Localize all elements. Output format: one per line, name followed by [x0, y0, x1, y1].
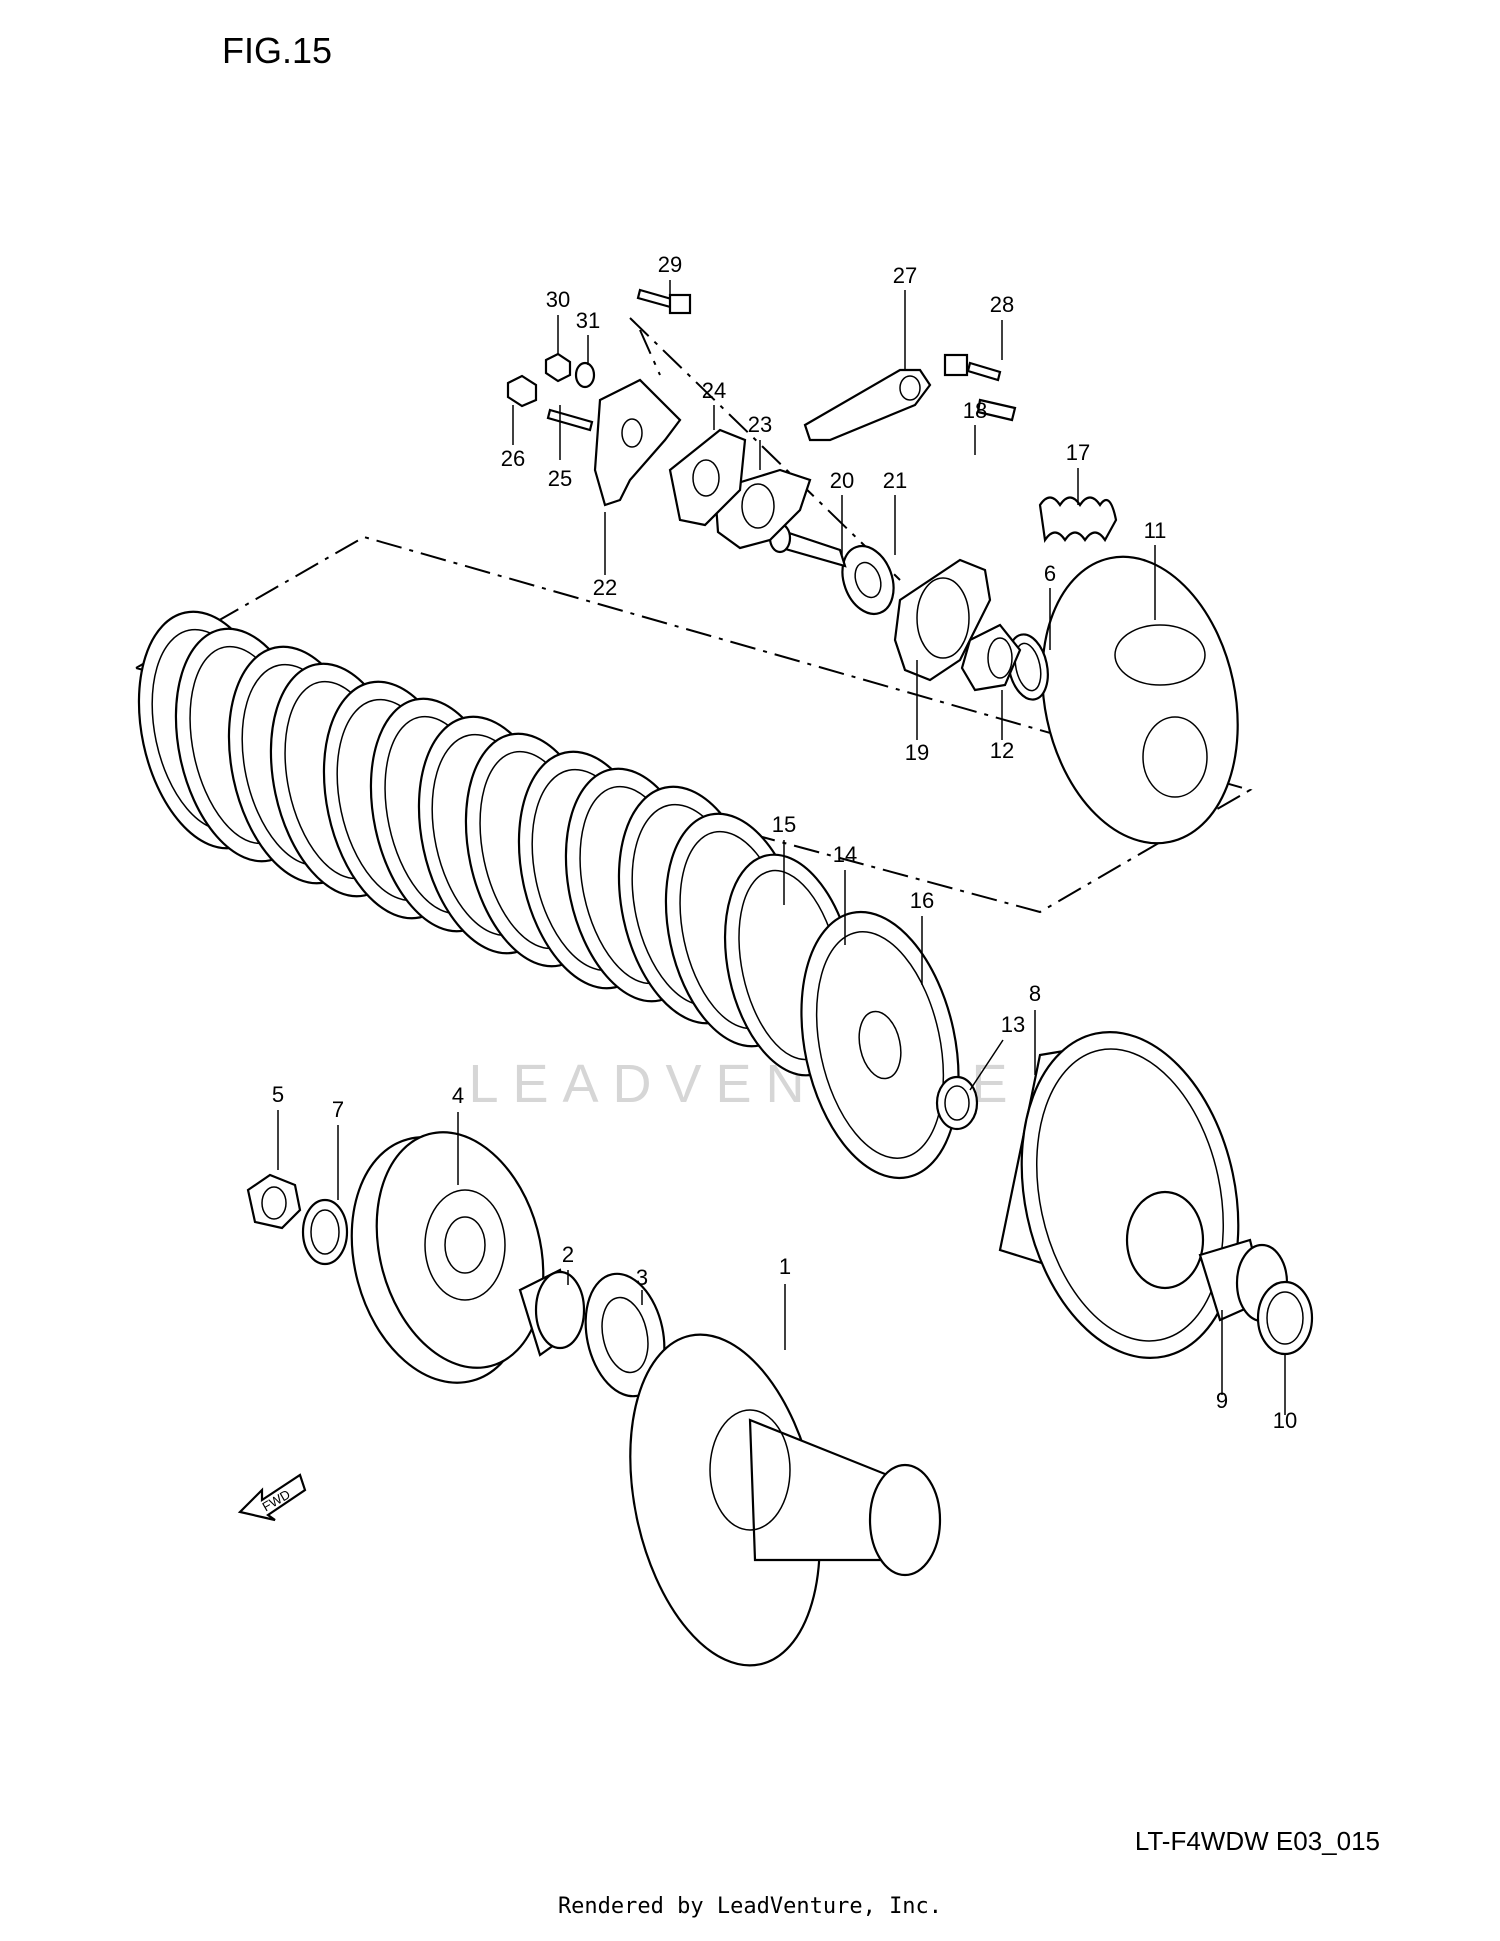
clutch-drum: [629, 1333, 942, 1667]
model-code: LT-F4WDW E03_015: [1134, 1826, 1380, 1856]
callout-17: 17: [1066, 440, 1090, 465]
bearing-21: [841, 545, 895, 615]
callout-5: 5: [272, 1082, 284, 1107]
callout-24: 24: [702, 378, 726, 403]
callout-3: 3: [636, 1265, 648, 1290]
washer-10: [1256, 1280, 1314, 1356]
clutch-spring: [1038, 496, 1118, 544]
washer-7: [301, 1198, 349, 1266]
callout-21: 21: [883, 468, 907, 493]
primary-driven-gear: [350, 1131, 545, 1384]
callout-1: 1: [779, 1254, 791, 1279]
release-arm: [803, 368, 932, 442]
callout-27: 27: [893, 263, 917, 288]
callout-9: 9: [1216, 1388, 1228, 1413]
footer-credit: Rendered by LeadVenture, Inc.: [557, 1894, 943, 1919]
callout-4: 4: [452, 1083, 464, 1108]
callout-8: 8: [1029, 981, 1041, 1006]
callout-13: 13: [1001, 1012, 1025, 1037]
callout-25: 25: [548, 466, 572, 491]
spacer-2: [518, 1268, 586, 1357]
callout-leaders: [277, 280, 1286, 1415]
release-plate: [893, 558, 992, 682]
callout-10: 10: [1273, 1408, 1297, 1433]
bracket: [593, 378, 682, 507]
pressure-plate: [800, 910, 960, 1180]
nut-5: [246, 1173, 302, 1230]
callout-11: 11: [1144, 518, 1167, 543]
direction-arrow: FWD: [237, 1473, 307, 1522]
clutch-sleeve-hub: [1041, 555, 1239, 845]
callout-26: 26: [501, 446, 525, 471]
callout-7: 7: [332, 1097, 344, 1122]
callout-15: 15: [772, 812, 796, 837]
washer-13: [935, 1075, 979, 1131]
callout-19: 19: [905, 740, 929, 765]
callout-14: 14: [833, 842, 857, 867]
callout-2: 2: [562, 1242, 574, 1267]
one-way-clutch: [584, 1272, 666, 1398]
callout-31: 31: [576, 308, 600, 333]
callout-20: 20: [830, 468, 854, 493]
figure-title: FIG.15: [222, 30, 333, 71]
nut-12: [960, 623, 1022, 692]
callout-16: 16: [910, 888, 934, 913]
axis-line-bolt: [639, 329, 661, 376]
callout-23: 23: [748, 412, 772, 437]
callout-22: 22: [593, 575, 617, 600]
callout-29: 29: [658, 252, 682, 277]
clutch-plate-stack: [137, 610, 857, 1077]
callout-labels: 1 2 3 4 5 6 7 8 9 10 11 12 13 14 15 16 1…: [272, 252, 1297, 1433]
callout-18: 18: [963, 398, 987, 423]
gasket-plate: [668, 428, 747, 527]
callout-12: 12: [990, 738, 1014, 763]
callout-6: 6: [1044, 561, 1056, 586]
clutch-housing: [998, 1031, 1240, 1359]
axis-line-upper: [629, 317, 901, 581]
callout-30: 30: [546, 287, 570, 312]
callout-28: 28: [990, 292, 1014, 317]
